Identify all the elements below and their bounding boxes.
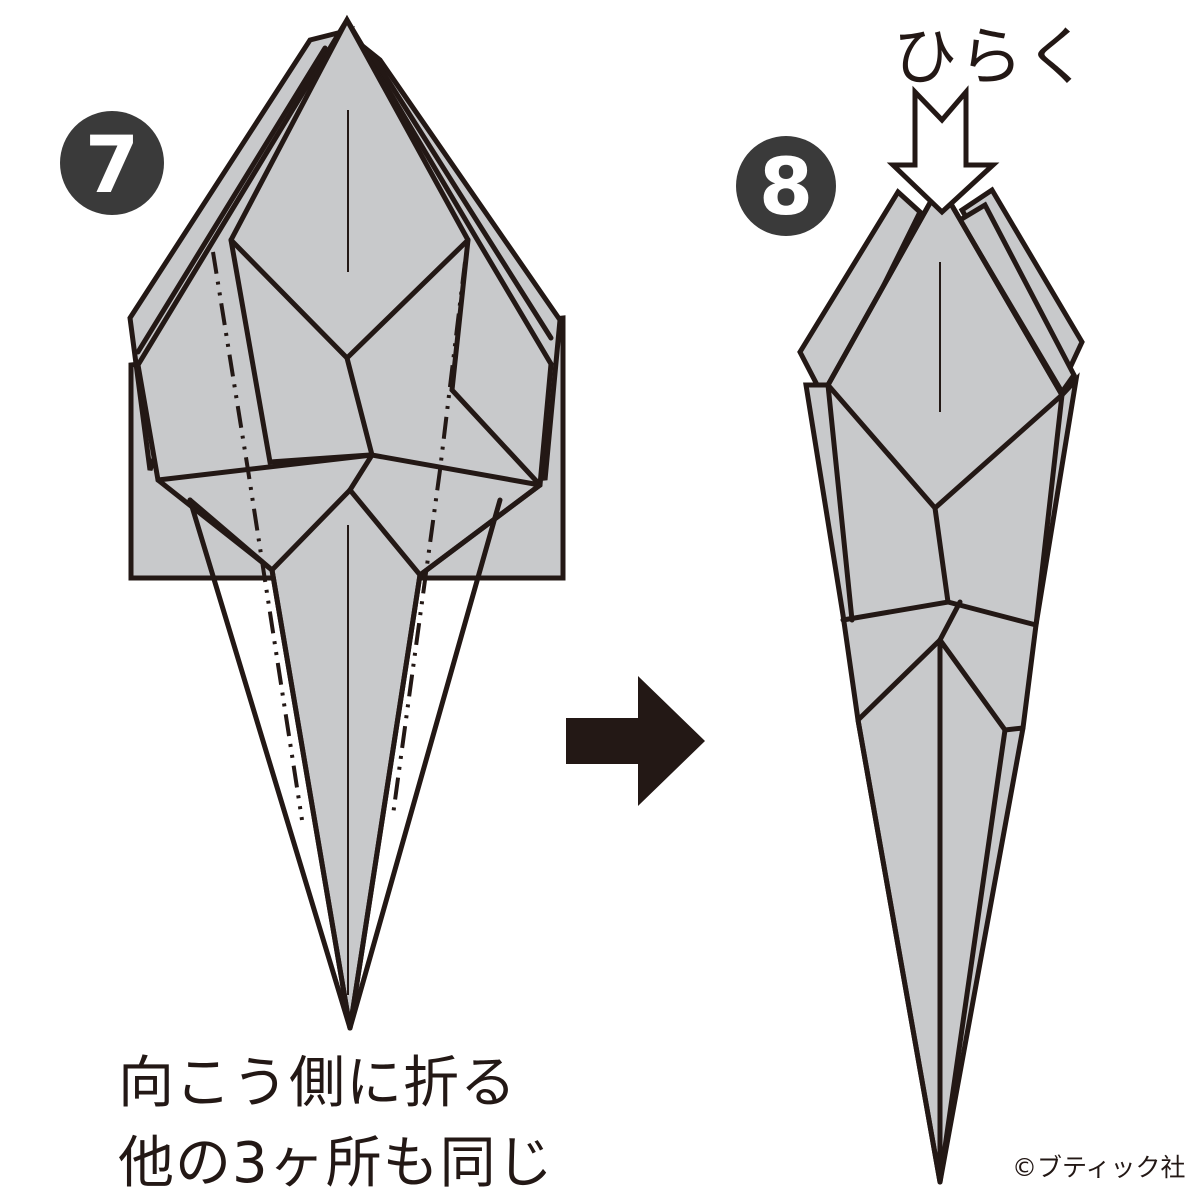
step-7-tail-outer-right: [347, 497, 503, 1031]
step-8-tail-right: [937, 727, 1008, 1185]
step-8-number: 8: [759, 143, 813, 233]
step-8-band-top: [840, 599, 1039, 628]
step-7-right-panel: [449, 237, 543, 488]
instruction-line-1: 向こう側に折る: [118, 1051, 517, 1116]
step-7-center-split: [344, 355, 375, 458]
open-label: ひらく: [893, 21, 1091, 95]
instruction-line-2: 他の3ヶ所も同じ: [118, 1131, 554, 1196]
step-8-tail-left: [855, 717, 943, 1185]
step-8-badge: 8: [736, 136, 836, 236]
step-7-tail-left: [269, 567, 353, 1031]
down-arrow-icon: [886, 85, 1000, 216]
step-7-center-notch: [347, 452, 375, 493]
step-7-layer-right: [369, 52, 554, 341]
step-7-mountain-fold-left: [211, 251, 304, 821]
step-7-number: 7: [85, 121, 139, 211]
step-7-upper-diamond: [228, 14, 471, 243]
step-8-figure: [797, 179, 1085, 1185]
step-7-tail-outer-left: [187, 497, 353, 1031]
step-7-figure: [127, 14, 566, 1031]
step-8-side-left: [825, 382, 855, 623]
step-7-mountain-fold-right: [391, 261, 467, 816]
step-7-layer-left: [135, 45, 328, 355]
right-arrow-icon: [566, 676, 705, 806]
step-7-tail-right: [347, 572, 423, 1031]
step-8-center-split: [932, 505, 951, 605]
copyright-credit: ©ブティック社: [1012, 1153, 1186, 1182]
step-8-side-right: [1033, 392, 1065, 628]
step-7-badge: 7: [60, 111, 164, 215]
